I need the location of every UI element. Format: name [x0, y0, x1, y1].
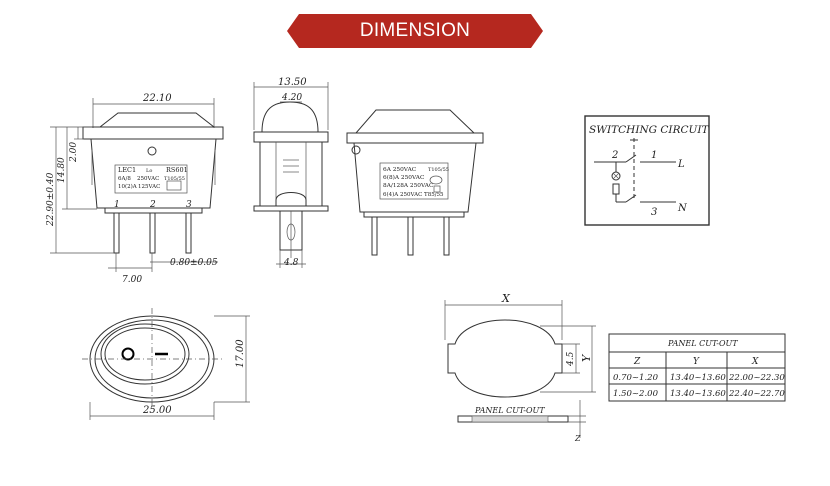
circuit-terminal-3: 3 — [651, 207, 657, 218]
side-dim-width: 13.50 — [278, 77, 307, 88]
cutout-dim-y: Y — [580, 353, 593, 362]
top-dim-width: 25.00 — [142, 405, 172, 416]
front-dim-height-total: 22.90±0.40 — [46, 172, 56, 227]
back-label-code: T105/55 — [428, 167, 449, 173]
front-terminal-2: 2 — [149, 200, 156, 210]
back-label-line-4: 6(4)A 250VAC T85/55 — [383, 191, 444, 198]
front-label-1-right: RS601 — [166, 166, 188, 174]
cutout-dim-small: 4.5 — [566, 351, 576, 367]
back-view: 6A 250VAC 6(8)A 250VAC 8A/128A 250VAC 6(… — [346, 109, 484, 256]
front-label-2-right: T105/55 — [164, 176, 185, 182]
side-dim-rocker: 4.20 — [281, 93, 302, 103]
table-title: PANEL CUT-OUT — [667, 339, 738, 348]
front-dim-height-body: 14.80 — [57, 157, 67, 183]
front-label-3-mid: 125VAC — [138, 184, 160, 190]
banner-title: DIMENSION — [359, 20, 471, 41]
front-label-2-left: 6A/8 — [118, 176, 131, 182]
front-terminal-1: 1 — [114, 200, 120, 210]
side-view: 13.50 4.20 4.8 — [253, 77, 329, 268]
front-label-2-mid: 250VAC — [137, 176, 159, 182]
back-label-line-2: 6(8)A 250VAC — [383, 174, 425, 181]
circuit-terminal-1: 1 — [651, 150, 657, 161]
cutout-dim-z: Z — [574, 434, 581, 443]
off-symbol — [121, 347, 135, 361]
front-label-1-mid: Lo — [146, 168, 152, 174]
cutout-label: PANEL CUT-OUT — [474, 406, 545, 415]
table-cell: 22.40~22.70 — [728, 389, 785, 399]
table-cell: 1.50~2.00 — [613, 389, 659, 399]
front-terminal-3: 3 — [186, 200, 192, 210]
circuit-output-n: N — [677, 203, 688, 214]
table-cell: 0.70~1.20 — [613, 373, 659, 383]
front-view: 22.10 LEC1 Lo RS601 6A/8 250VAC T105/55 … — [46, 93, 224, 285]
table-header-z: Z — [633, 357, 641, 367]
switching-circuit: SWITCHING CIRCUIT 2 1 L 3 N — [584, 115, 710, 226]
front-label-1-left: LEC1 — [118, 166, 136, 174]
panel-cutout-table: PANEL CUT-OUT Z Y X 0.70~1.20 13.40~13.6… — [608, 333, 786, 402]
circuit-title: SWITCHING CIRCUIT — [589, 124, 710, 136]
circuit-terminal-2: 2 — [611, 150, 618, 161]
front-dim-pin-thickness: 0.80±0.05 — [170, 258, 218, 268]
table-cell: 13.40~13.60 — [670, 373, 726, 383]
top-dim-height: 17.00 — [235, 339, 246, 368]
back-label-line-1: 6A 250VAC — [383, 167, 417, 173]
cutout-dim-x: X — [501, 292, 511, 305]
dimension-banner: DIMENSION — [287, 14, 543, 48]
front-dim-top: 2.00 — [69, 142, 79, 163]
banner-shape — [287, 14, 543, 48]
back-label-line-3: 8A/128A 250VAC — [383, 183, 434, 189]
circuit-output-l: L — [677, 159, 685, 170]
front-dim-width: 22.10 — [142, 93, 172, 104]
side-dim-terminal: 4.8 — [283, 258, 299, 268]
table-header-x: X — [751, 357, 759, 367]
top-view: 25.00 17.00 — [82, 308, 250, 420]
table-cell: 13.40~13.60 — [670, 389, 726, 399]
table-cell: 22.00~22.30 — [728, 373, 785, 383]
front-label-3-left: 10(2)A — [118, 183, 138, 190]
table-header-y: Y — [693, 357, 700, 367]
front-dim-pin-pitch: 7.00 — [122, 275, 142, 285]
cutout-view: X 4.5 Y PANEL CUT-OUT Z — [444, 292, 596, 443]
